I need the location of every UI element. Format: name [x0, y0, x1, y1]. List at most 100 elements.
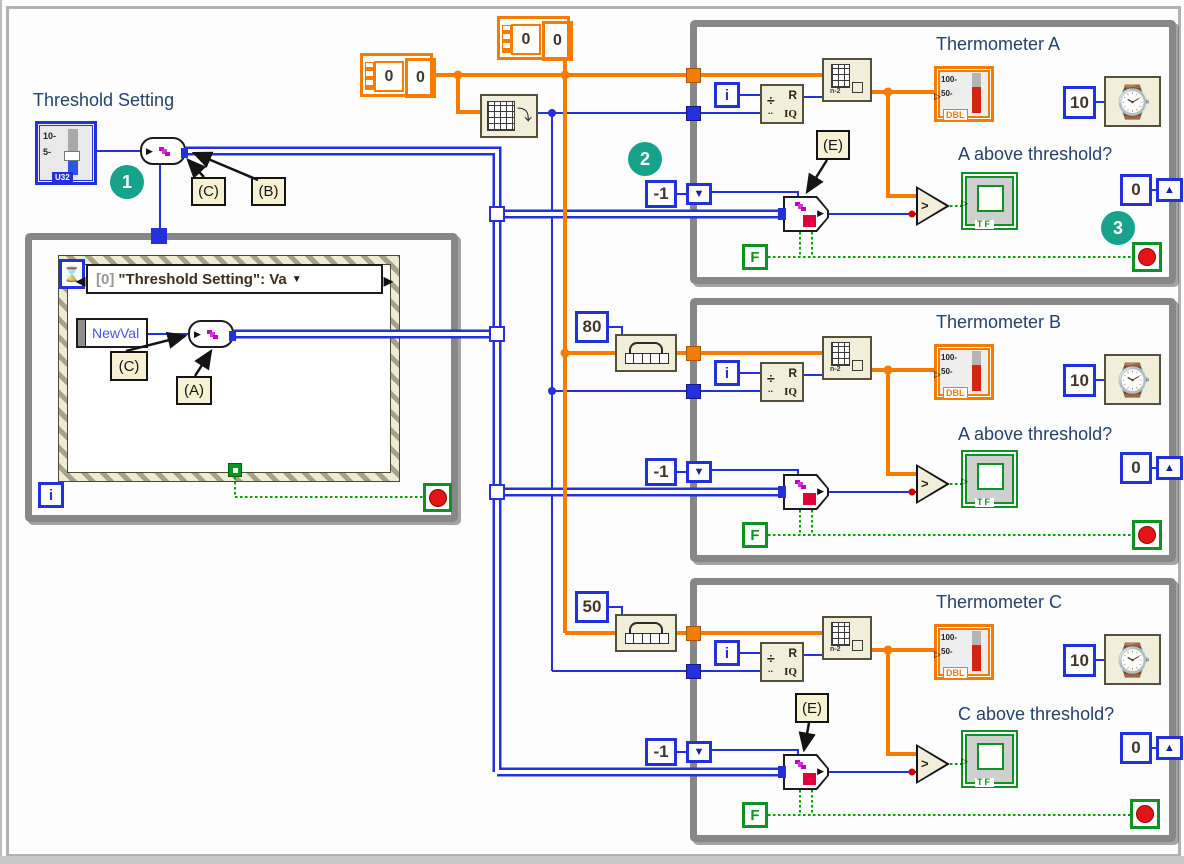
while-loop-c[interactable]	[690, 578, 1176, 842]
wait-ms-node-a[interactable]: ⌚	[1104, 76, 1161, 127]
stop-terminal-b[interactable]	[1132, 520, 1162, 550]
channel-reader-b[interactable]: ▶	[778, 474, 829, 510]
tunnel-orange-a[interactable]	[686, 68, 701, 83]
bool-indicator-c[interactable]: TF ▷	[961, 730, 1018, 788]
index-array-b[interactable]: n-2	[822, 336, 872, 380]
up-triangle-node-c[interactable]: ▲	[1156, 736, 1183, 760]
timeout-constant-a[interactable]: -1	[645, 180, 677, 208]
event-data-newval[interactable]: NewVal	[76, 318, 148, 348]
cluster2-element1[interactable]: 0	[511, 24, 541, 55]
thermometer-c-label: Thermometer C	[936, 592, 1063, 612]
channel-glyph-icon	[158, 146, 170, 156]
iteration-terminal-a[interactable]: i	[714, 82, 740, 108]
up-triangle-node-b[interactable]: ▲	[1156, 456, 1183, 480]
greater-node-c[interactable]: >	[916, 744, 950, 784]
quotient-remainder-a[interactable]: ÷R ..IQ	[760, 84, 804, 124]
wait-constant-a[interactable]: 10	[1063, 86, 1096, 119]
timeout-constant-c[interactable]: -1	[645, 738, 677, 766]
channel-glyph-icon	[206, 329, 218, 339]
dbl-type-tag: DBL	[943, 109, 968, 121]
prev-case-icon[interactable]: ◀	[76, 274, 86, 288]
index-array-a[interactable]: n-2	[822, 58, 872, 102]
up-triangle-icon: ▲	[1164, 462, 1175, 474]
stop-terminal-c[interactable]	[1130, 799, 1160, 829]
stop-terminal-main[interactable]	[423, 483, 452, 512]
init-constant-a[interactable]: 0	[1120, 174, 1152, 206]
thermometer-b-indicator[interactable]: 100- 50- DBL ▷	[934, 344, 994, 400]
tunnel-blue-a[interactable]	[686, 106, 701, 121]
thermometer-c-indicator[interactable]: 100- 50- DBL ▷	[934, 624, 994, 680]
quotient-remainder-b[interactable]: ÷R ..IQ	[760, 362, 804, 402]
hourglass-icon: ⌛	[63, 265, 81, 282]
while-loop-a[interactable]	[690, 20, 1176, 284]
play-icon: ▶	[817, 766, 824, 776]
initialize-array-node-c[interactable]	[615, 614, 677, 652]
input-arrow-icon: ▷	[961, 476, 968, 486]
iteration-terminal-c[interactable]: i	[714, 640, 740, 666]
false-constant-b[interactable]: F	[742, 522, 768, 548]
while-loop-b[interactable]	[690, 298, 1176, 562]
array-size-constant-c[interactable]: 50	[575, 591, 609, 623]
question-label-b: A above threshold?	[958, 424, 1113, 444]
cluster2-element2[interactable]: 0	[542, 21, 573, 61]
array-info-node[interactable]: ⤵	[480, 94, 538, 138]
threshold-slider-terminal[interactable]: 10- 5- U32	[35, 121, 97, 185]
bool-indicator-a[interactable]: TF ▷	[961, 172, 1018, 230]
iteration-terminal-main[interactable]: i	[38, 482, 64, 508]
slider-type-tag: U32	[52, 172, 73, 183]
wait-constant-c[interactable]: 10	[1063, 644, 1096, 677]
stop-icon	[1138, 526, 1156, 544]
false-constant-c[interactable]: F	[742, 802, 768, 828]
up-triangle-node-a[interactable]: ▲	[1156, 178, 1183, 202]
slider-tick-10: 10-	[43, 131, 57, 141]
tunnel-orange-c[interactable]	[686, 626, 701, 641]
callout-c-top: (C)	[191, 177, 226, 206]
iteration-terminal-b[interactable]: i	[714, 360, 740, 386]
greater-node-a[interactable]: >	[916, 186, 950, 226]
badge-2: 2	[628, 142, 662, 176]
cluster1-element2[interactable]: 0	[405, 58, 436, 98]
tunnel-blue-b[interactable]	[686, 384, 701, 399]
question-label-a: A above threshold?	[958, 144, 1113, 164]
callout-e-a: (E)	[816, 130, 850, 160]
wait-ms-node-c[interactable]: ⌚	[1104, 634, 1161, 685]
tunnel-blue-c[interactable]	[686, 664, 701, 679]
init-constant-b[interactable]: 0	[1120, 452, 1152, 484]
slider-label: Threshold Setting	[33, 90, 175, 110]
false-constant-a[interactable]: F	[742, 244, 768, 270]
array-size-constant-b[interactable]: 80	[575, 311, 609, 343]
channel-reader-a[interactable]: ▶	[778, 196, 829, 232]
down-triangle-node-b[interactable]: ▼	[686, 461, 712, 483]
down-triangle-node-c[interactable]: ▼	[686, 741, 712, 763]
timeout-terminal[interactable]: ⌛	[59, 259, 85, 289]
thermometer-a-indicator[interactable]: 100- 50- DBL ▷	[934, 66, 994, 122]
channel-reader-c[interactable]: ▶	[778, 754, 829, 790]
dropdown-icon[interactable]: ▼	[291, 273, 302, 285]
wait-constant-b[interactable]: 10	[1063, 364, 1096, 397]
cluster-constant-2[interactable]: 0 0	[497, 16, 573, 61]
greater-node-b[interactable]: >	[916, 464, 950, 504]
index-array-c[interactable]: n-2	[822, 616, 872, 660]
tunnel-orange-b[interactable]	[686, 346, 701, 361]
array-icon	[831, 342, 850, 366]
down-triangle-node-a[interactable]: ▼	[686, 183, 712, 205]
wait-ms-node-b[interactable]: ⌚	[1104, 354, 1161, 405]
cluster-constant-1[interactable]: 0 0	[360, 53, 436, 98]
array-icon	[831, 622, 850, 646]
cluster-order-icon	[502, 25, 511, 53]
bool-indicator-b[interactable]: TF ▷	[961, 450, 1018, 508]
initialize-array-node-b[interactable]	[615, 334, 677, 372]
quotient-remainder-c[interactable]: ÷R ..IQ	[760, 642, 804, 682]
cluster1-element1[interactable]: 0	[374, 61, 404, 92]
play-icon: ▶	[146, 145, 153, 156]
channel-writer-case[interactable]: ▶	[188, 320, 236, 348]
event-bool-tunnel[interactable]	[228, 463, 242, 477]
channel-writer-top[interactable]: ▶	[140, 137, 188, 165]
stop-terminal-a[interactable]	[1132, 242, 1162, 272]
next-case-icon[interactable]: ▶	[383, 274, 393, 288]
init-constant-c[interactable]: 0	[1120, 732, 1152, 764]
up-triangle-icon: ▲	[1164, 742, 1175, 754]
timeout-constant-b[interactable]: -1	[645, 458, 677, 486]
event-selector[interactable]: ◀ [0] "Threshold Setting": Va ▼ ▶	[76, 264, 393, 294]
question-label-c: C above threshold?	[958, 704, 1115, 724]
